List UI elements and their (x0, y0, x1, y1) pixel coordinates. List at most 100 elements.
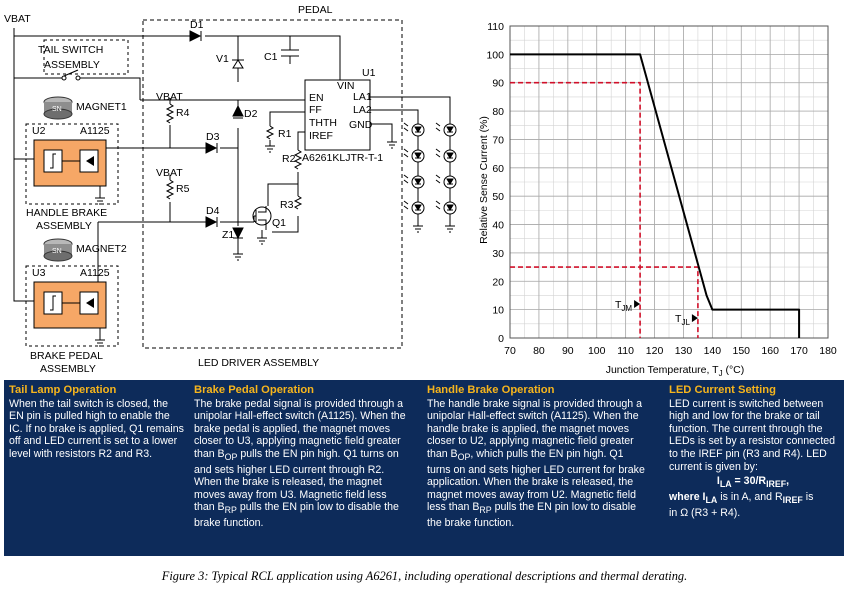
led-symbol (414, 178, 422, 185)
brake-pedal-label: BRAKE PEDAL (30, 350, 103, 362)
x-tick-label: 170 (790, 345, 808, 357)
d3-label: D3 (206, 131, 220, 143)
x-tick-label: 140 (704, 345, 722, 357)
u1-label: U1 (362, 67, 376, 79)
y-tick-label: 40 (492, 220, 504, 232)
led-light-rays (435, 148, 441, 158)
u3-box (25, 265, 119, 347)
tail-switch-assembly-label: ASSEMBLY (44, 59, 100, 71)
led-current-title: LED Current Setting (669, 384, 776, 396)
c1-symbol (281, 49, 299, 64)
gnd-pin: GND (349, 119, 373, 131)
part-number: A6261KLJTR-T-1 (302, 152, 383, 164)
y-tick-label: 0 (498, 333, 504, 345)
annotation-label: TJM (615, 299, 632, 313)
y-tick-label: 100 (486, 49, 504, 61)
y-tick-label: 80 (492, 106, 504, 118)
handle-brake-body: The handle brake signal is provided thro… (427, 397, 645, 530)
y-tick-label: 70 (492, 134, 504, 146)
brake-pedal-body: The brake pedal signal is provided throu… (194, 397, 406, 530)
y-tick-label: 90 (492, 78, 504, 90)
d2-diode (232, 104, 244, 119)
handle-brake-label: HANDLE BRAKE (26, 207, 107, 219)
x-tick-label: 90 (562, 345, 574, 357)
handle-brake-column: Handle Brake Operation The handle brake … (427, 384, 647, 530)
circuit-schematic: VBAT PEDAL D1 TAIL SWITCH ASSEMBLY V1 C1… (4, 4, 457, 375)
en-pin: EN (309, 92, 324, 104)
thth-pin: THTH (309, 117, 337, 129)
y-tick-label: 20 (492, 276, 504, 288)
d4-label: D4 (206, 205, 220, 217)
y-tick-label: 50 (492, 191, 504, 203)
derating-curve (510, 53, 801, 338)
la1-pin: LA1 (353, 91, 372, 103)
tail-switch-box (43, 39, 129, 75)
led-symbol (446, 204, 454, 211)
led-light-rays (403, 148, 409, 158)
led-driver-assembly-label: LED DRIVER ASSEMBLY (198, 357, 319, 369)
magnet2-sn: SN (52, 248, 62, 255)
handle-brake-title: Handle Brake Operation (427, 384, 555, 396)
vin-pin: VIN (337, 80, 355, 92)
c1-label: C1 (264, 51, 278, 63)
u3-label: U3 (32, 267, 46, 279)
led-symbol (446, 152, 454, 159)
d4-diode (205, 216, 218, 228)
tail-lamp-body: When the tail switch is closed, the EN p… (9, 397, 184, 460)
led-ground-icon (413, 225, 423, 233)
magnet2-symbol (43, 238, 73, 262)
led-current-body: LED current is switched between high and… (669, 397, 836, 473)
r4-resistor (165, 103, 175, 124)
u2-box (25, 123, 119, 205)
tail-switch-label: TAIL SWITCH (38, 44, 103, 56)
r1-resistor (265, 125, 275, 140)
x-tick-label: 180 (819, 345, 837, 357)
x-tick-label: 150 (733, 345, 751, 357)
led-array (403, 122, 457, 233)
x-tick-label: 80 (533, 345, 545, 357)
a1125-u2-label: A1125 (80, 125, 110, 137)
brake-pedal-title: Brake Pedal Operation (194, 384, 314, 396)
magnet1-sn: SN (52, 106, 62, 113)
vbat-r5-label: VBAT (156, 167, 183, 179)
x-tick-label: 130 (675, 345, 693, 357)
led-symbol (414, 126, 422, 133)
tail-switch-symbol (61, 69, 81, 81)
operation-panel (4, 380, 844, 556)
led-light-rays (403, 174, 409, 184)
q1-transistor (252, 206, 272, 230)
chart-grid (509, 25, 829, 339)
r5-label: R5 (176, 183, 190, 195)
x-tick-label: 160 (761, 345, 779, 357)
x-tick-label: 70 (504, 345, 516, 357)
x-axis-label: Junction Temperature, TJ (°C) (606, 364, 745, 378)
y-tick-label: 10 (492, 305, 504, 317)
led-light-rays (403, 122, 409, 132)
z1-label: Z1 (222, 229, 234, 241)
d2-label: D2 (244, 108, 258, 120)
led-symbol (446, 178, 454, 185)
led-current-formula: ILA = 30/RIREF, (716, 475, 790, 490)
led-current-column: LED Current Setting LED current is switc… (669, 384, 837, 519)
u2-hall-sensor (33, 139, 107, 187)
handle-brake-assembly-label: ASSEMBLY (36, 220, 92, 232)
guide-line (510, 266, 699, 338)
v1-label: V1 (216, 53, 229, 65)
r3-resistor (293, 195, 303, 210)
brake-pedal-assembly-label: ASSEMBLY (40, 363, 96, 375)
magnet2-label: MAGNET2 (76, 243, 127, 255)
figure-caption: Figure 3: Typical RCL application using … (161, 569, 688, 583)
y-tick-label: 60 (492, 163, 504, 175)
plot-frame (509, 25, 829, 339)
led-driver-box (142, 19, 403, 349)
r2-label: R2 (282, 153, 296, 165)
magnet1-symbol (43, 96, 73, 120)
u2-label: U2 (32, 125, 46, 137)
led-light-rays (435, 122, 441, 132)
chart-series (510, 53, 801, 338)
r2-resistor (293, 149, 303, 170)
d1-label: D1 (190, 19, 204, 31)
y-tick-label: 30 (492, 248, 504, 260)
